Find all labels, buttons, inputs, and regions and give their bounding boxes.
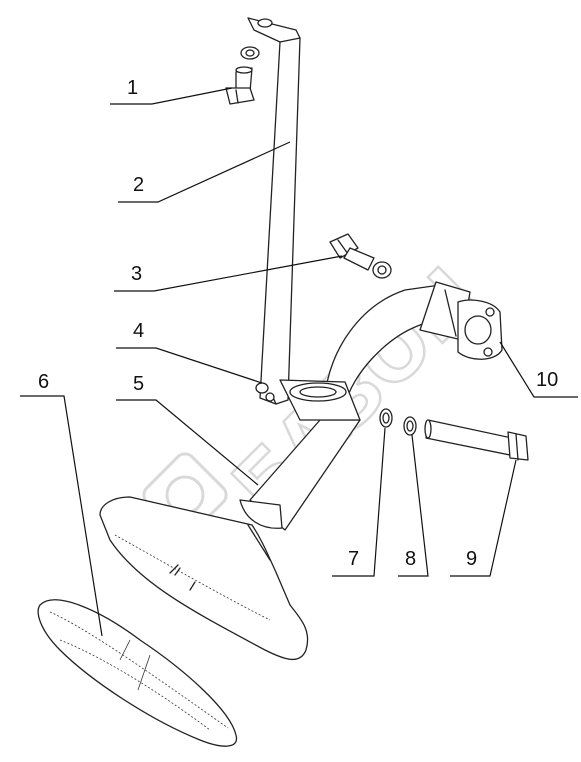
part-5-pipe <box>239 281 471 531</box>
part-3-bolt <box>329 233 392 279</box>
callout-7: 7 <box>348 548 359 570</box>
callout-5: 5 <box>133 373 144 395</box>
leader-6 <box>20 395 103 637</box>
leader-9 <box>450 459 517 577</box>
part-8-lock-washer <box>403 416 417 436</box>
callout-2: 2 <box>133 174 144 196</box>
part-2-bracket <box>247 17 301 405</box>
callout-4: 4 <box>133 320 144 342</box>
part-4-flange <box>255 379 361 421</box>
leader-10 <box>499 341 578 398</box>
callout-6: 6 <box>38 371 49 393</box>
callout-9: 9 <box>466 548 477 570</box>
callout-1: 1 <box>127 77 138 99</box>
part-7-washer <box>379 408 393 428</box>
leader-4 <box>116 347 263 384</box>
part-6-funnel <box>99 496 309 661</box>
callout-8: 8 <box>405 548 416 570</box>
part-9-long-bolt <box>424 419 529 461</box>
leader-7 <box>332 427 386 577</box>
part-6-disc <box>37 599 238 747</box>
callout-3: 3 <box>131 263 142 285</box>
callout-numbers: 1 2 3 4 5 6 7 8 9 10 <box>38 77 558 570</box>
leader-8 <box>398 434 429 577</box>
part-1-bolt <box>225 46 260 105</box>
callout-10: 10 <box>536 369 558 391</box>
part-10-gasket <box>457 299 503 360</box>
leader-2 <box>118 141 291 203</box>
leader-1 <box>110 87 233 105</box>
leader-3 <box>114 255 343 292</box>
leader-5 <box>116 399 259 486</box>
leader-lines <box>20 87 578 637</box>
